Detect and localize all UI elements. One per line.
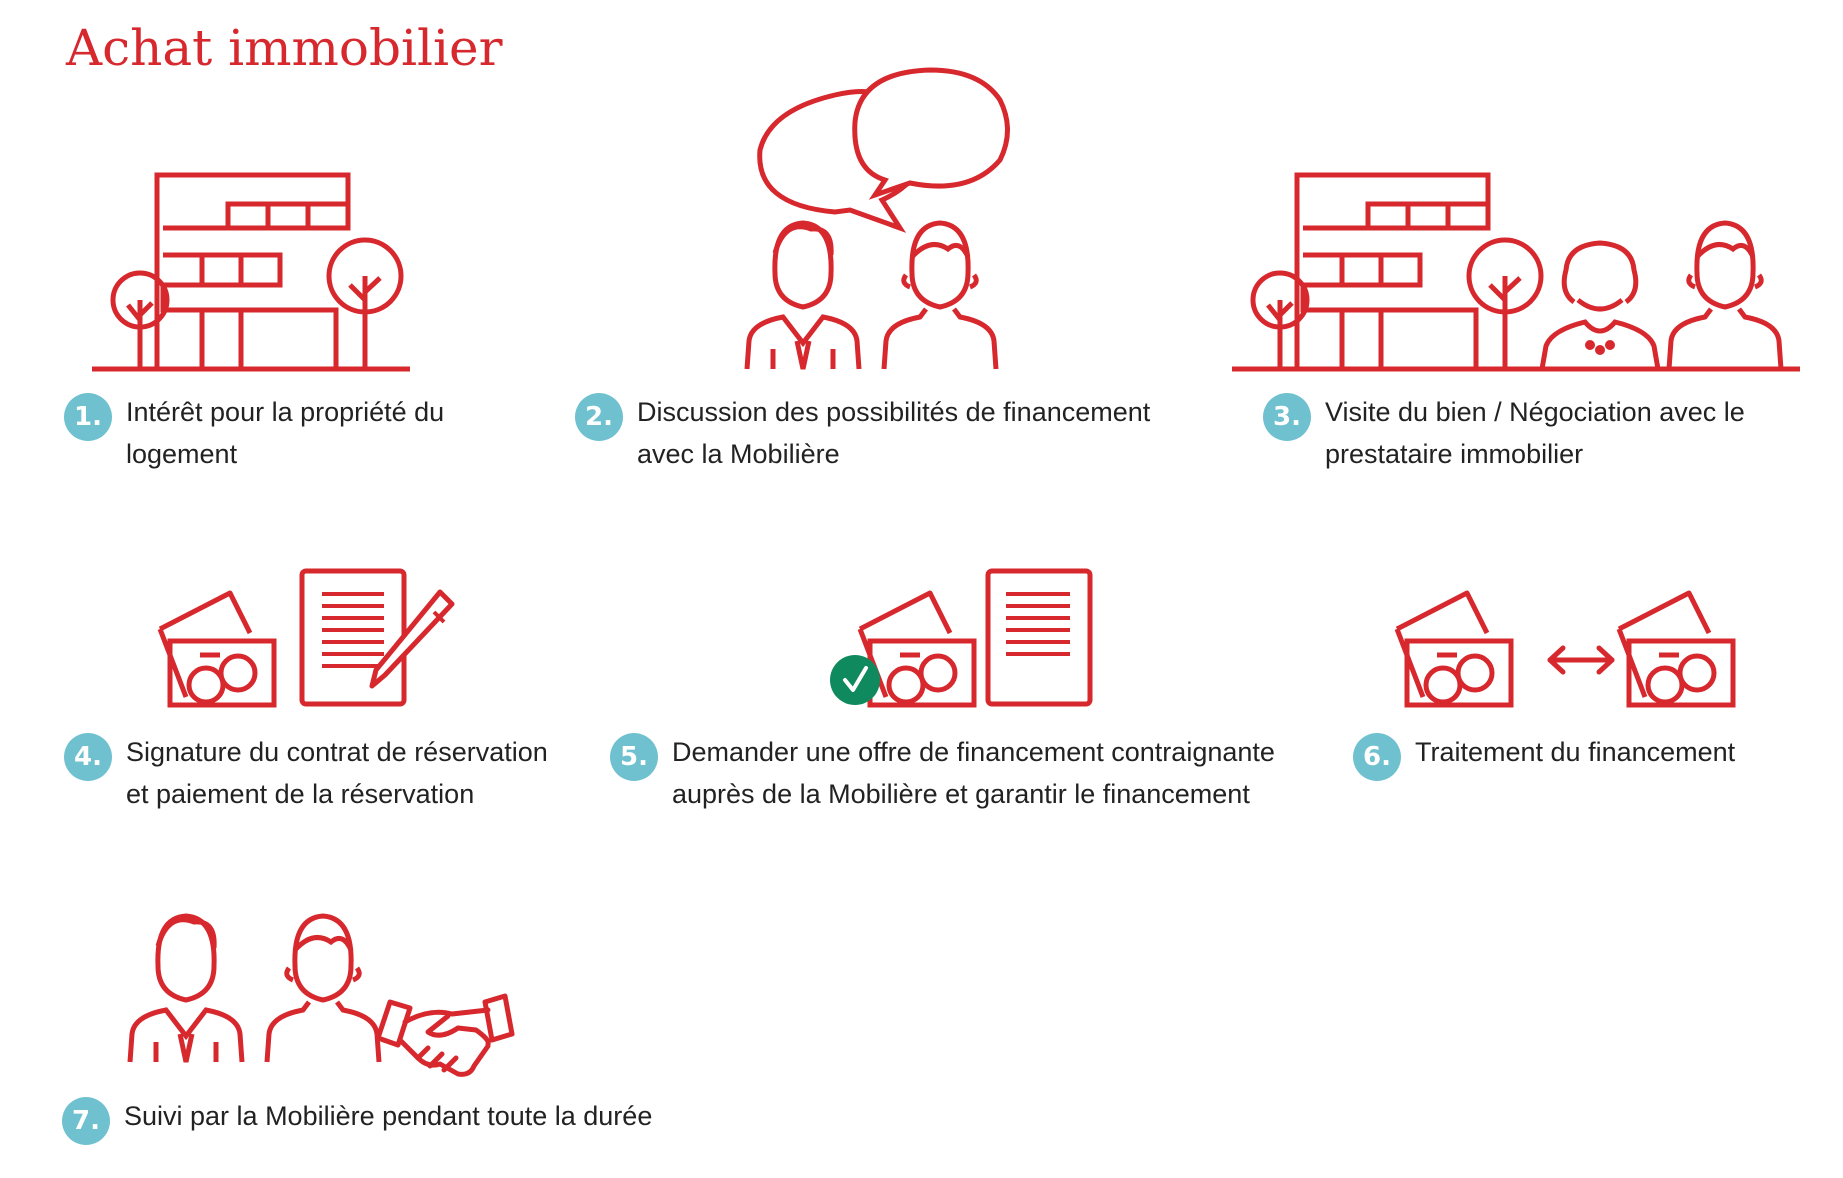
step-3: 3. Visite du bien / Négociation avec le … — [1263, 393, 1745, 475]
step-line-2: prestataire immobilier — [1325, 439, 1584, 469]
step-number-badge: 3. — [1263, 393, 1311, 441]
step-description: Traitement du financement — [1415, 731, 1735, 773]
person-icon — [1669, 223, 1781, 369]
step-line-2: auprès de la Mobilière et garantir le fi… — [672, 779, 1250, 809]
step-number-badge: 4. — [64, 733, 112, 781]
step-number-badge: 5. — [610, 733, 658, 781]
step-line-1: Visite du bien / Négociation avec le — [1325, 397, 1745, 427]
money-and-contract-signing-icon — [160, 568, 455, 705]
step-line-1: Demander une offre de financement contra… — [672, 737, 1275, 767]
step-line-1: Traitement du financement — [1415, 737, 1736, 767]
two-people-talking-icon — [747, 67, 1010, 369]
people-handshake-icon — [130, 916, 515, 1077]
step-1: 1. Intérêt pour la propriété du logement — [64, 393, 444, 475]
step-line-2: logement — [126, 439, 238, 469]
page-title: Achat immobilier — [66, 19, 503, 77]
money-exchange-icon — [1397, 593, 1733, 705]
step-description: Discussion des possibilités de financeme… — [637, 391, 1150, 475]
step-6: 6. Traitement du financement — [1353, 733, 1735, 781]
step-number-badge: 6. — [1353, 733, 1401, 781]
step-7: 7. Suivi par la Mobilière pendant toute … — [62, 1097, 652, 1145]
house-with-trees-icon — [92, 172, 410, 372]
step-line-1: Suivi par la Mobilière pendant toute la … — [124, 1101, 653, 1131]
house-and-couple-icon — [1232, 172, 1800, 372]
step-description: Visite du bien / Négociation avec le pre… — [1325, 391, 1745, 475]
step-description: Signature du contrat de réservation et p… — [126, 731, 548, 815]
step-2: 2. Discussion des possibilités de financ… — [575, 393, 1150, 475]
step-description: Demander une offre de financement contra… — [672, 731, 1275, 815]
step-5: 5. Demander une offre de financement con… — [610, 733, 1275, 815]
step-description: Intérêt pour la propriété du logement — [126, 391, 444, 475]
check-icon — [830, 655, 880, 705]
approved-money-and-document-icon — [860, 568, 1093, 705]
step-number-badge: 7. — [62, 1097, 110, 1145]
step-description: Suivi par la Mobilière pendant toute la … — [124, 1095, 652, 1137]
step-number-badge: 1. — [64, 393, 112, 441]
step-line-2: et paiement de la réservation — [126, 779, 475, 809]
step-line-2: avec la Mobilière — [637, 439, 840, 469]
step-line-1: Signature du contrat de réservation — [126, 737, 548, 767]
step-4: 4. Signature du contrat de réservation e… — [64, 733, 548, 815]
step-line-1: Discussion des possibilités de financeme… — [637, 397, 1151, 427]
step-line-1: Intérêt pour la propriété du — [126, 397, 445, 427]
step-number-badge: 2. — [575, 393, 623, 441]
